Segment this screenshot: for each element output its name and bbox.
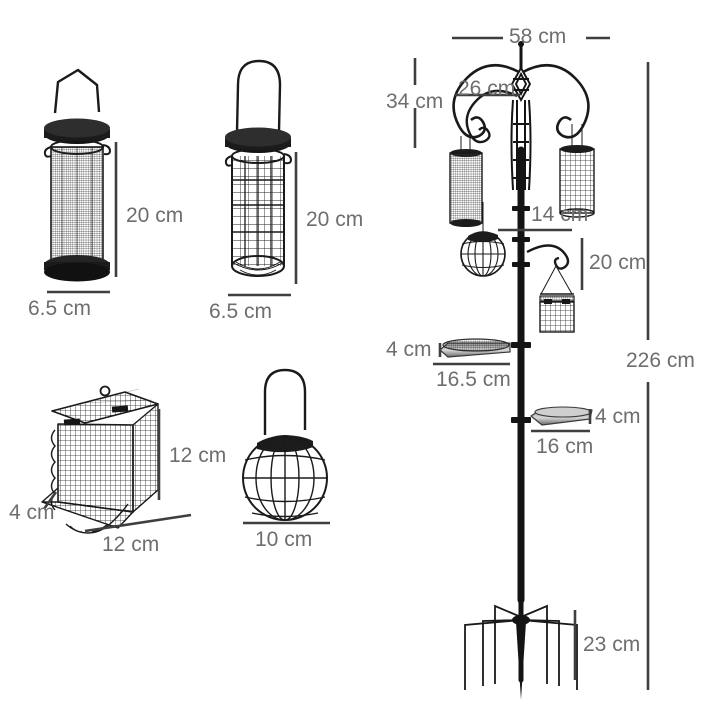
dimline-basket-depth [42,491,58,510]
station-ground-stakes [464,604,578,690]
label-station-tray-depth: 4 cm [386,338,432,361]
cage-tube-feeder-icon [224,59,293,277]
mesh-tube-feeder-icon [43,68,112,282]
label-basket-height: 12 cm [169,444,227,467]
label-station-lower-arm: 14 cm [531,203,589,226]
label-station-dish-depth: 4 cm [595,405,641,428]
dimline-basket-width [84,513,192,533]
label-feeder1-height: 20 cm [126,204,184,227]
station-suet-basket [539,265,575,333]
feeder-station-icon [439,41,595,700]
label-basket-width: 12 cm [102,533,160,556]
station-mesh-tray [439,338,511,358]
label-station-dish-width: 16 cm [536,435,594,458]
label-feeder2-height: 20 cm [306,208,364,231]
label-station-basket-drop: 20 cm [589,251,647,274]
label-station-total: 226 cm [626,349,695,372]
label-station-stake: 23 cm [583,633,641,656]
label-station-span: 58 cm [509,25,567,48]
station-ball-globe [460,202,506,277]
station-mesh-tube [449,136,483,227]
label-station-tray-width: 16.5 cm [436,368,511,391]
label-station-arm: 26 cm [458,77,516,100]
label-basket-depth: 4 cm [9,501,55,524]
label-ball-diameter: 10 cm [255,528,313,551]
label-feeder2-diameter: 6.5 cm [209,300,273,323]
station-cage-tube [559,124,595,218]
ball-globe-feeder-icon [242,368,328,521]
label-station-head: 34 cm [386,90,444,113]
label-feeder1-diameter: 6.5 cm [28,297,92,320]
